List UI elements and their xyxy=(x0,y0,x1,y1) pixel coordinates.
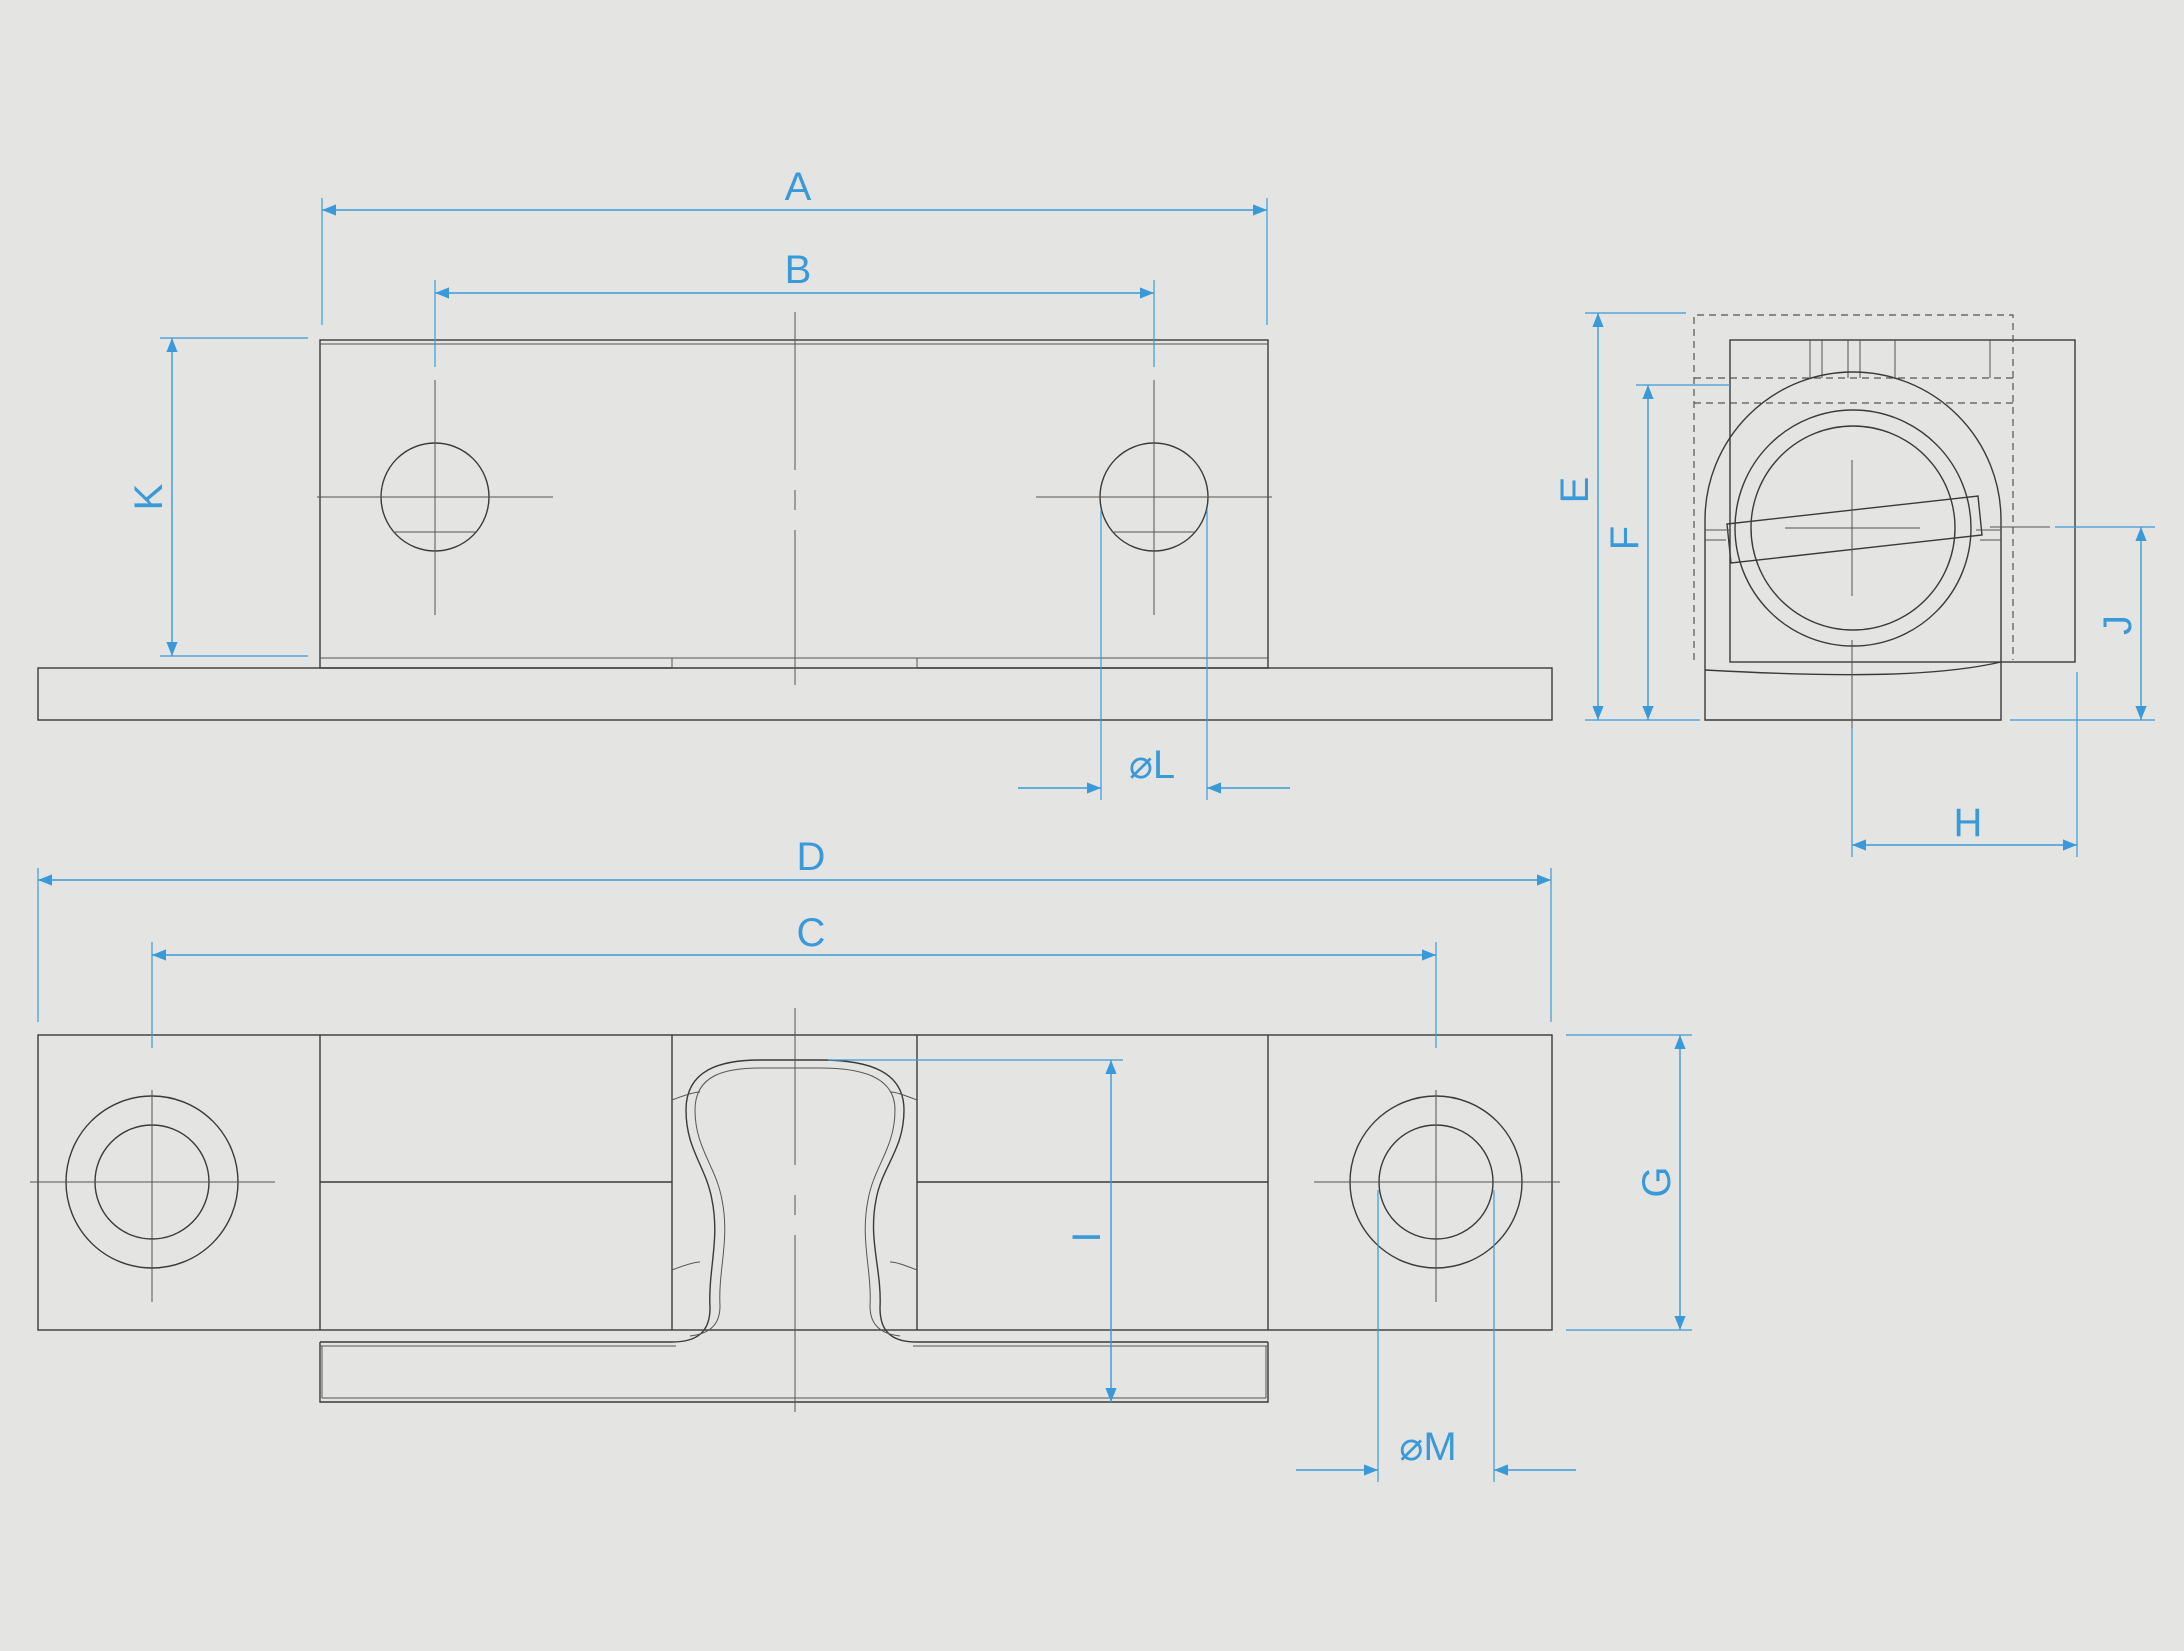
top-hole-left xyxy=(30,1090,275,1302)
dimensions: A B K ⌀L D C I ⌀M xyxy=(37,165,2155,1482)
dim-label-i: I xyxy=(1065,1231,1109,1242)
dim-label-a: A xyxy=(785,165,812,209)
side-hidden-outline xyxy=(1693,314,2014,660)
front-hole-right xyxy=(1036,380,1272,615)
top-hole-right xyxy=(1314,1090,1560,1302)
dim-label-j: J xyxy=(2096,615,2140,635)
dim-label-f: F xyxy=(1603,526,1647,550)
dim-label-l: ⌀L xyxy=(1129,743,1175,787)
dim-label-m: ⌀M xyxy=(1399,1425,1456,1469)
dim-label-h: H xyxy=(1954,801,1983,845)
dim-label-g: G xyxy=(1635,1166,1679,1197)
front-view xyxy=(37,312,1553,721)
side-view xyxy=(1693,314,2076,728)
dim-label-k: K xyxy=(127,483,171,510)
side-roller-inner xyxy=(1750,425,1956,631)
front-body xyxy=(319,339,1269,669)
side-roller-outer xyxy=(1734,409,1972,647)
side-latch-body xyxy=(1704,371,2002,721)
top-catch-slot xyxy=(319,1059,1269,1403)
side-back-plate xyxy=(1729,339,2076,663)
top-view xyxy=(30,1008,1560,1412)
side-roller-slot xyxy=(1726,495,1983,564)
dim-label-c: C xyxy=(797,911,826,955)
dim-label-b: B xyxy=(785,248,812,292)
dim-label-e: E xyxy=(1553,477,1597,504)
front-hole-left xyxy=(317,380,553,615)
dim-label-d: D xyxy=(797,835,826,879)
